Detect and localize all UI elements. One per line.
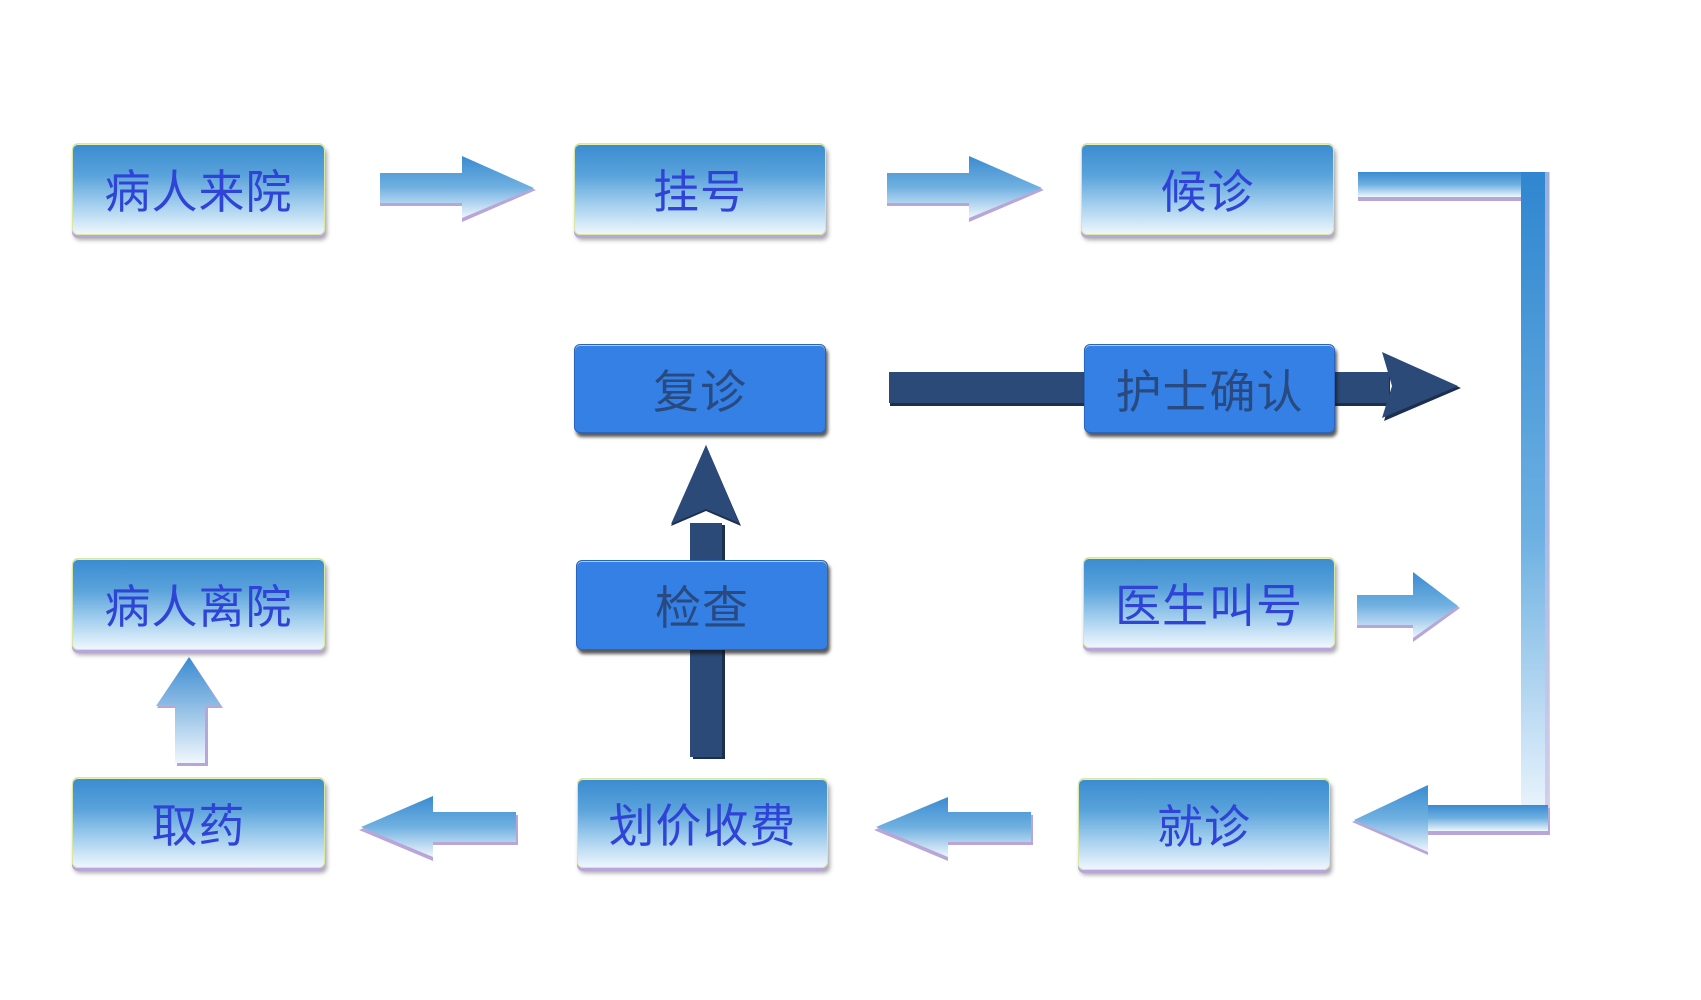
- node-nurse-confirm[interactable]: 护士确认: [1084, 344, 1335, 433]
- arrow-consult-to-billing: [874, 797, 1033, 861]
- connector-wait-to-consult: [1352, 172, 1550, 855]
- node-pharmacy[interactable]: 取药: [72, 777, 325, 868]
- arrow-arrive-to-register: [380, 156, 536, 222]
- arrow-billing-to-pharmacy: [359, 796, 518, 861]
- node-doctor-call[interactable]: 医生叫号: [1083, 557, 1335, 648]
- arrow-pharmacy-to-leave: [156, 657, 223, 766]
- arrow-register-to-wait: [887, 156, 1044, 222]
- node-consult[interactable]: 就诊: [1078, 778, 1330, 870]
- arrow-doctor-call-out: [1357, 572, 1460, 642]
- node-exam[interactable]: 检查: [576, 560, 828, 650]
- node-patient-leave[interactable]: 病人离院: [72, 558, 325, 650]
- node-wait[interactable]: 候诊: [1081, 143, 1334, 235]
- node-register[interactable]: 挂号: [574, 143, 826, 235]
- node-patient-arrive[interactable]: 病人来院: [72, 143, 325, 235]
- node-revisit[interactable]: 复诊: [574, 344, 826, 433]
- node-billing[interactable]: 划价收费: [577, 778, 828, 868]
